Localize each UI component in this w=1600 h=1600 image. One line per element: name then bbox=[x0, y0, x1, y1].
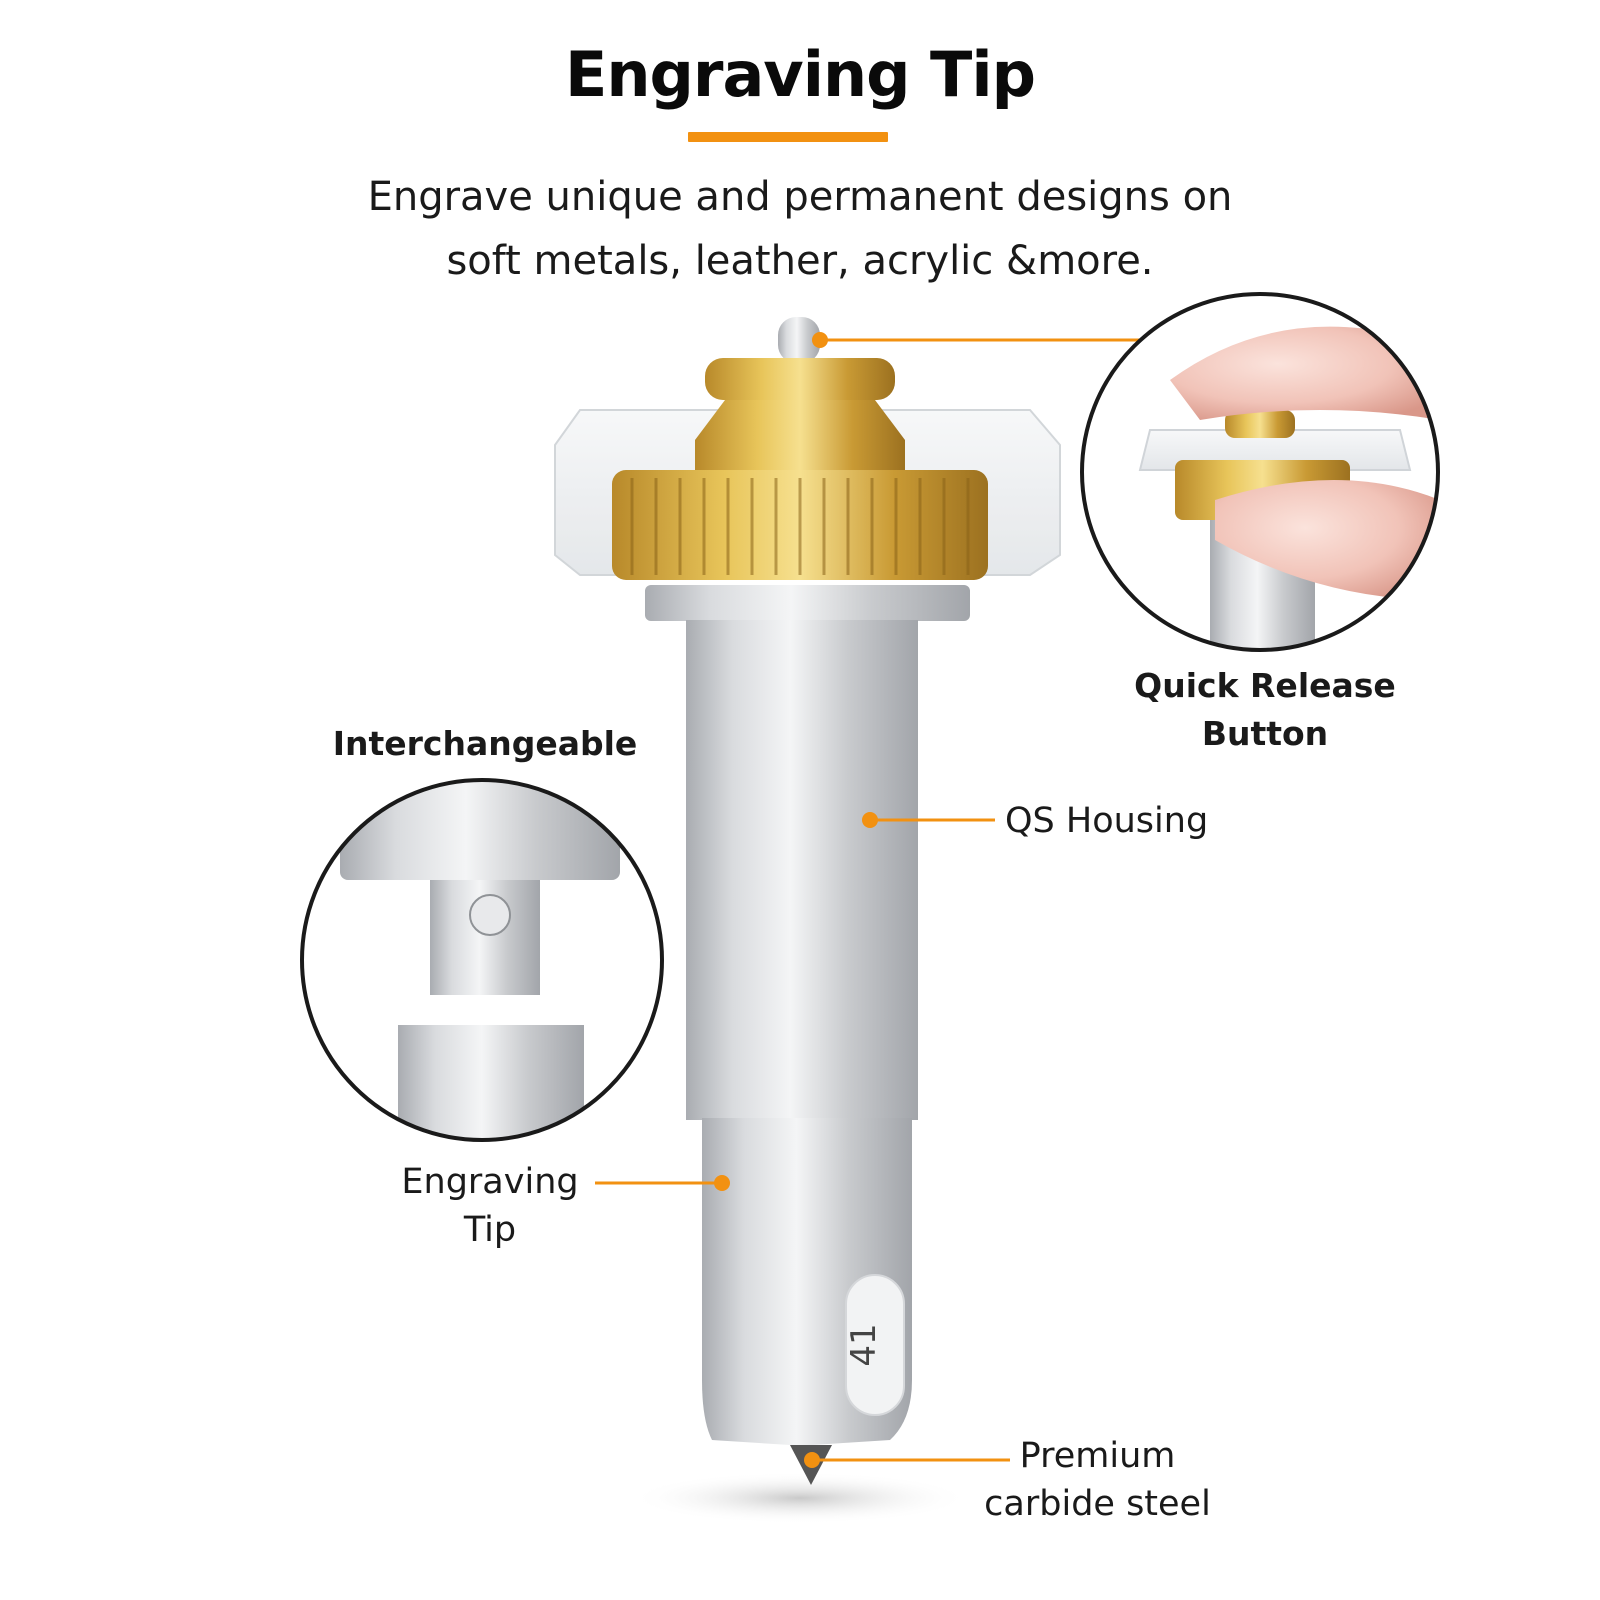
base-ring bbox=[645, 585, 970, 621]
model-number: 41 bbox=[844, 1323, 884, 1366]
qs-housing bbox=[686, 620, 918, 1120]
engraving-tip-label: Engraving Tip bbox=[390, 1158, 590, 1254]
subtitle: Engrave unique and permanent designs on … bbox=[0, 165, 1600, 293]
quick-release-label: Quick Release Button bbox=[1120, 662, 1410, 758]
title-underline bbox=[688, 132, 888, 142]
quick-release-label-line-1: Quick Release bbox=[1134, 666, 1396, 705]
quick-release-label-line-2: Button bbox=[1201, 714, 1329, 753]
callout-lines bbox=[595, 338, 1150, 1462]
model-label-plate bbox=[845, 1274, 905, 1416]
quick-release-magnifier bbox=[1080, 292, 1440, 652]
callout-dots bbox=[714, 332, 878, 1468]
page-title: Engraving Tip bbox=[565, 38, 1036, 111]
interchangeable-label: Interchangeable bbox=[332, 724, 638, 763]
engraving-tip-label-line-1: Engraving bbox=[401, 1162, 579, 1202]
premium-carbide-label-line-1: Premium bbox=[1019, 1436, 1176, 1476]
interchangeable-magnifier bbox=[300, 778, 664, 1142]
subtitle-line-2: soft metals, leather, acrylic &more. bbox=[446, 238, 1154, 284]
gear-teeth bbox=[630, 478, 970, 575]
subtitle-line-1: Engrave unique and permanent designs on bbox=[367, 174, 1233, 220]
brass-cap-body bbox=[695, 400, 905, 475]
top-pin bbox=[778, 317, 820, 363]
engraving-tip-label-line-2: Tip bbox=[463, 1210, 517, 1250]
brass-cap-top bbox=[705, 358, 895, 400]
floor-shadow bbox=[630, 1472, 970, 1524]
qs-housing-label: QS Housing bbox=[1005, 801, 1209, 841]
premium-carbide-label: Premium carbide steel bbox=[975, 1432, 1220, 1528]
premium-carbide-label-line-2: carbide steel bbox=[984, 1484, 1211, 1524]
